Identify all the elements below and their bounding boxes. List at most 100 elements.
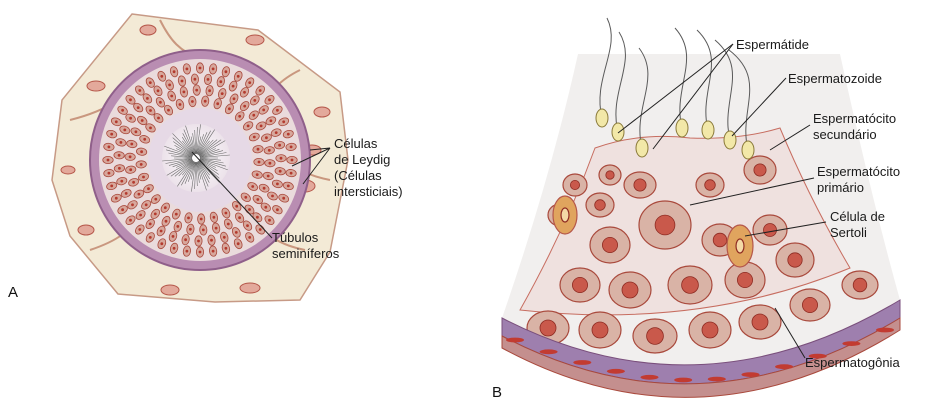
- cell-nucleus: [129, 219, 132, 222]
- cell-nucleus: [149, 81, 152, 84]
- cell-nucleus: [244, 196, 247, 199]
- cell-nucleus: [164, 206, 167, 209]
- germ-cell-nucleus: [634, 179, 646, 191]
- cell-nucleus: [238, 115, 241, 118]
- cell-nucleus: [132, 181, 135, 184]
- cell-nucleus: [212, 68, 215, 71]
- cell-nucleus: [210, 239, 213, 242]
- cell-nucleus: [202, 229, 205, 232]
- cell-nucleus: [268, 98, 271, 101]
- cell-nucleus: [225, 212, 228, 215]
- cell-nucleus: [107, 159, 110, 162]
- cell-nucleus: [291, 159, 294, 162]
- sperm-head: [702, 121, 714, 139]
- label-sertoli-line-1: Célula de: [830, 209, 885, 225]
- germ-cell-nucleus: [540, 320, 556, 336]
- cell-nucleus: [228, 107, 231, 110]
- cell-nucleus: [290, 146, 293, 149]
- cell-nucleus: [253, 136, 256, 139]
- myoid-nucleus: [775, 364, 793, 369]
- germ-cell-nucleus: [752, 314, 768, 330]
- label-leydig-line-2: de Leydig: [334, 152, 403, 168]
- cell-nucleus: [199, 251, 202, 254]
- germ-cell-nucleus: [754, 164, 766, 176]
- cell-nucleus: [232, 85, 235, 88]
- cell-nucleus: [186, 68, 189, 71]
- cell-nucleus: [235, 205, 238, 208]
- panel-letter-b: B: [492, 384, 502, 401]
- cell-nucleus: [251, 185, 254, 188]
- cell-nucleus: [290, 172, 293, 175]
- cell-nucleus: [129, 98, 132, 101]
- myoid-nucleus: [573, 360, 591, 365]
- label-secondary-line-2: secundário: [813, 127, 896, 143]
- cell-nucleus: [157, 117, 160, 120]
- germ-cell-nucleus: [764, 224, 777, 237]
- label-spermatid: Espermátide: [736, 37, 809, 53]
- sertoli-nucleus: [561, 208, 569, 222]
- label-spermatozoon: Espermatozoide: [788, 71, 882, 87]
- cell-nucleus: [276, 109, 279, 112]
- cell-nucleus: [130, 143, 133, 146]
- cell-nucleus: [129, 117, 132, 120]
- germ-cell-nucleus: [682, 277, 699, 294]
- cell-nucleus: [160, 75, 163, 78]
- cell-nucleus: [110, 185, 113, 188]
- cell-nucleus: [149, 236, 152, 239]
- cell-nucleus: [262, 109, 265, 112]
- cell-nucleus: [160, 230, 163, 233]
- cell-nucleus: [247, 125, 250, 128]
- germ-cell-nucleus: [572, 277, 587, 292]
- cell-nucleus: [179, 103, 182, 106]
- cell-nucleus: [140, 163, 143, 166]
- label-primary-spermatocyte: Espermatócito primário: [817, 164, 900, 196]
- cell-nucleus: [287, 185, 290, 188]
- label-leydig-line-4: intersticiais): [334, 184, 403, 200]
- germ-cell-nucleus: [570, 180, 579, 189]
- cell-nucleus: [159, 101, 162, 104]
- cell-nucleus: [149, 109, 152, 112]
- germ-cell-nucleus: [737, 272, 752, 287]
- cell-nucleus: [170, 95, 173, 98]
- cell-nucleus: [115, 197, 118, 200]
- germ-cell-nucleus: [622, 282, 638, 298]
- cell-nucleus: [252, 114, 255, 117]
- sperm-head: [742, 141, 754, 159]
- cell-nucleus: [238, 216, 241, 219]
- germ-cell-nucleus: [647, 328, 664, 345]
- cell-nucleus: [270, 119, 273, 122]
- cell-nucleus: [237, 242, 240, 245]
- germ-cell-nucleus: [853, 278, 867, 292]
- cell-nucleus: [275, 131, 278, 134]
- cell-nucleus: [200, 218, 203, 221]
- cell-nucleus: [235, 231, 238, 234]
- cell-nucleus: [248, 81, 251, 84]
- myoid-nucleus: [876, 328, 894, 333]
- cell-nucleus: [123, 129, 126, 132]
- cell-nucleus: [237, 75, 240, 78]
- sperm-head: [636, 139, 648, 157]
- cell-nucleus: [129, 168, 132, 171]
- cell-nucleus: [269, 162, 272, 165]
- cell-nucleus: [215, 227, 218, 230]
- cell-nucleus: [149, 223, 152, 226]
- germ-cell-nucleus: [713, 233, 727, 247]
- germ-cell-nucleus: [606, 171, 614, 179]
- cell-nucleus: [141, 119, 144, 122]
- cell-nucleus: [243, 105, 246, 108]
- cell-nucleus: [175, 213, 178, 216]
- cell-nucleus: [259, 89, 262, 92]
- cell-nucleus: [280, 157, 283, 160]
- cell-nucleus: [184, 238, 187, 241]
- cell-nucleus: [263, 187, 266, 190]
- cell-nucleus: [191, 100, 194, 103]
- cell-nucleus: [195, 89, 198, 92]
- cell-nucleus: [167, 109, 170, 112]
- panel-letter-a: A: [8, 284, 18, 301]
- cell-nucleus: [138, 228, 141, 231]
- cell-nucleus: [118, 167, 121, 170]
- label-sertoli-line-2: Sertoli: [830, 225, 885, 241]
- cell-nucleus: [264, 206, 267, 209]
- cell-nucleus: [204, 100, 207, 103]
